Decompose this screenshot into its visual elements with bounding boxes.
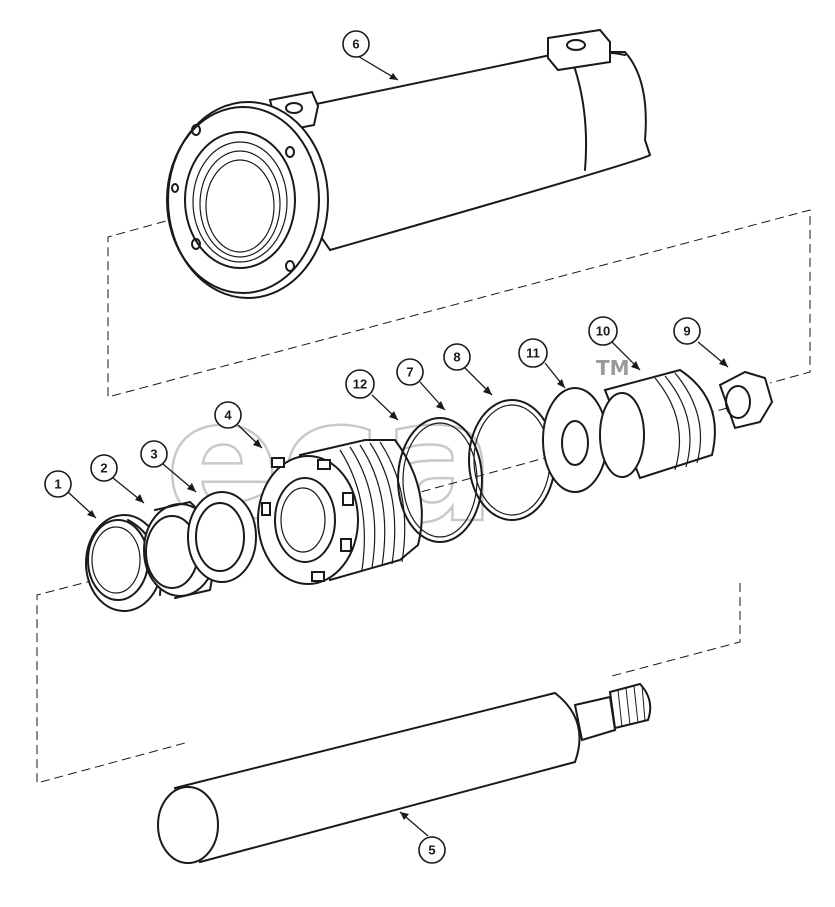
lock-ring-castellated (257, 455, 359, 585)
callout-5: 5 (418, 836, 446, 864)
cylinder-barrel (166, 28, 652, 299)
callout-3-label: 3 (150, 447, 157, 462)
callout-8: 8 (443, 343, 471, 371)
callout-9-label: 9 (683, 324, 690, 339)
callout-11: 11 (518, 338, 548, 368)
alignment-line-right (611, 583, 741, 677)
callout-6-label: 6 (352, 37, 359, 52)
watermark-tm: TM (596, 356, 630, 380)
callout-7: 7 (396, 358, 424, 386)
callout-4: 4 (214, 401, 242, 429)
piston-washer-11 (542, 387, 608, 493)
callout-9: 9 (673, 317, 701, 345)
alignment-line-top (107, 194, 811, 398)
piston-rod (157, 682, 652, 864)
piston-10 (599, 368, 716, 480)
leader-lines (67, 54, 729, 837)
callout-3: 3 (140, 440, 168, 468)
nut-9 (718, 370, 774, 430)
callout-8-label: 8 (453, 350, 460, 365)
callout-10-label: 10 (596, 324, 610, 339)
callout-11-label: 11 (526, 346, 540, 361)
callout-6: 6 (342, 30, 370, 58)
callout-10: 10 (588, 316, 618, 346)
callout-1: 1 (44, 470, 72, 498)
callout-4-label: 4 (224, 408, 232, 423)
callout-7-label: 7 (406, 365, 413, 380)
callout-12: 12 (345, 369, 375, 399)
callout-2-label: 2 (100, 461, 107, 476)
callout-5-label: 5 (428, 843, 435, 858)
washer-ring (187, 491, 257, 583)
alignment-line-left (36, 579, 186, 784)
callouts: 6 1 2 3 4 12 7 8 (44, 30, 701, 864)
callout-1-label: 1 (54, 477, 61, 492)
callout-2: 2 (90, 454, 118, 482)
callout-12-label: 12 (353, 377, 367, 392)
